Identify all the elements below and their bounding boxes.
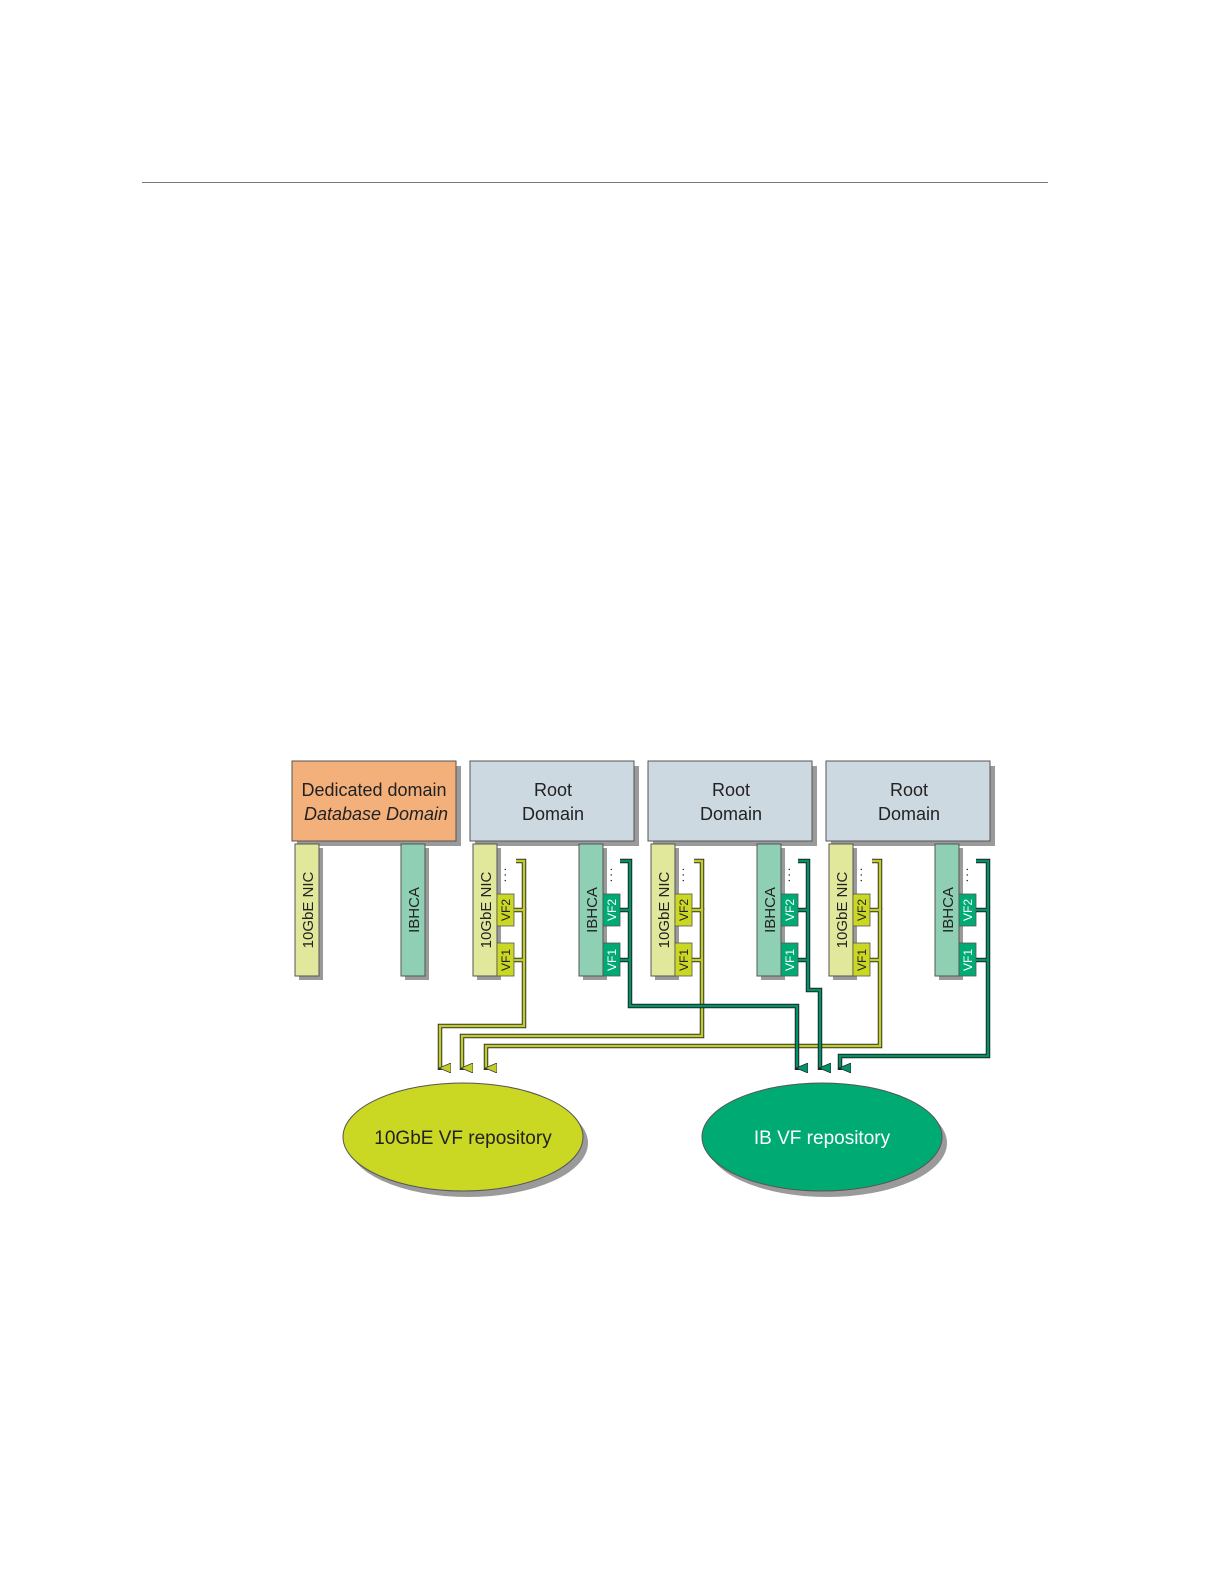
root-domain-1-ib-vf2: VF2 bbox=[605, 899, 619, 921]
root-domain-3-nic-vf2: VF2 bbox=[855, 899, 869, 921]
dedicated-domain: Dedicated domain Database Domain bbox=[292, 761, 461, 846]
root-domain-2: Root Domain bbox=[648, 761, 817, 846]
database-domain-label: Database Domain bbox=[304, 804, 448, 824]
dedicated-nic-label: 10GbE NIC bbox=[300, 871, 317, 948]
ethernet-vf-repository-label: 10GbE VF repository bbox=[374, 1128, 552, 1149]
root-domain-1-title-line2: Domain bbox=[522, 804, 584, 824]
root-domain-1: Root Domain bbox=[470, 761, 639, 846]
root-domain-1-nic-label: 10GbE NIC bbox=[478, 871, 495, 948]
root-domain-3-title-line2: Domain bbox=[878, 804, 940, 824]
root-domain-1-nic-vf2: VF2 bbox=[499, 899, 513, 921]
root-domain-2-title-line2: Domain bbox=[700, 804, 762, 824]
root-domain-3-ib-dots: ... bbox=[956, 866, 971, 883]
root-domain-3-nic-vf1: VF1 bbox=[855, 949, 869, 971]
dedicated-ibhca-card: IBHCA bbox=[401, 844, 429, 980]
root-domain-1-nic-card: 10GbE NIC VF2 VF1 ... bbox=[473, 844, 514, 980]
root-domain-3-ibhca-card: IBHCA VF2 VF1 ... bbox=[935, 844, 976, 980]
root-domain-2-ib-vf2: VF2 bbox=[783, 899, 797, 921]
root-domain-2-nic-vf2: VF2 bbox=[677, 899, 691, 921]
root-domain-2-ibhca-card: IBHCA VF2 VF1 ... bbox=[757, 844, 798, 980]
root-domain-3-nic-label: 10GbE NIC bbox=[834, 871, 851, 948]
dedicated-nic-card: 10GbE NIC bbox=[295, 844, 323, 980]
root-domain-2-ibhca-label: IBHCA bbox=[762, 887, 779, 933]
root-domain-1-ib-dots: ... bbox=[600, 866, 615, 883]
root-domain-2-nic-vf1: VF1 bbox=[677, 949, 691, 971]
root-domain-1-ibhca-card: IBHCA VF2 VF1 ... bbox=[579, 844, 620, 980]
root-domain-2-nic-label: 10GbE NIC bbox=[656, 871, 673, 948]
root-domain-3-nic-card: 10GbE NIC VF2 VF1 ... bbox=[829, 844, 870, 980]
root-domain-2-nic-dots: ... bbox=[672, 866, 687, 883]
root-domain-1-nic-vf1: VF1 bbox=[499, 949, 513, 971]
root-domain-2-nic-card: 10GbE NIC VF2 VF1 ... bbox=[651, 844, 692, 980]
dedicated-domain-title: Dedicated domain bbox=[301, 780, 446, 800]
root-domain-3-ib-vf2: VF2 bbox=[961, 899, 975, 921]
root-domain-2-ib-dots: ... bbox=[778, 866, 793, 883]
root-domain-1-ib-vf1: VF1 bbox=[605, 949, 619, 971]
root-domain-3: Root Domain bbox=[826, 761, 995, 846]
root-domain-3-ib-vf1: VF1 bbox=[961, 949, 975, 971]
root-domain-3-title-line1: Root bbox=[890, 780, 928, 800]
root-domain-2-title-line1: Root bbox=[712, 780, 750, 800]
root-domain-3-ibhca-label: IBHCA bbox=[940, 887, 957, 933]
dedicated-ibhca-label: IBHCA bbox=[406, 887, 423, 933]
root-domain-2-ib-vf1: VF1 bbox=[783, 949, 797, 971]
ib-vf-repository: IB VF repository bbox=[702, 1083, 947, 1197]
root-domain-1-title-line1: Root bbox=[534, 780, 572, 800]
ib-vf-repository-label: IB VF repository bbox=[754, 1128, 891, 1149]
root-domain-1-ibhca-label: IBHCA bbox=[584, 887, 601, 933]
root-domain-3-nic-dots: ... bbox=[850, 866, 865, 883]
ethernet-vf-repository: 10GbE VF repository bbox=[343, 1083, 588, 1197]
root-domain-1-nic-dots: ... bbox=[494, 866, 509, 883]
